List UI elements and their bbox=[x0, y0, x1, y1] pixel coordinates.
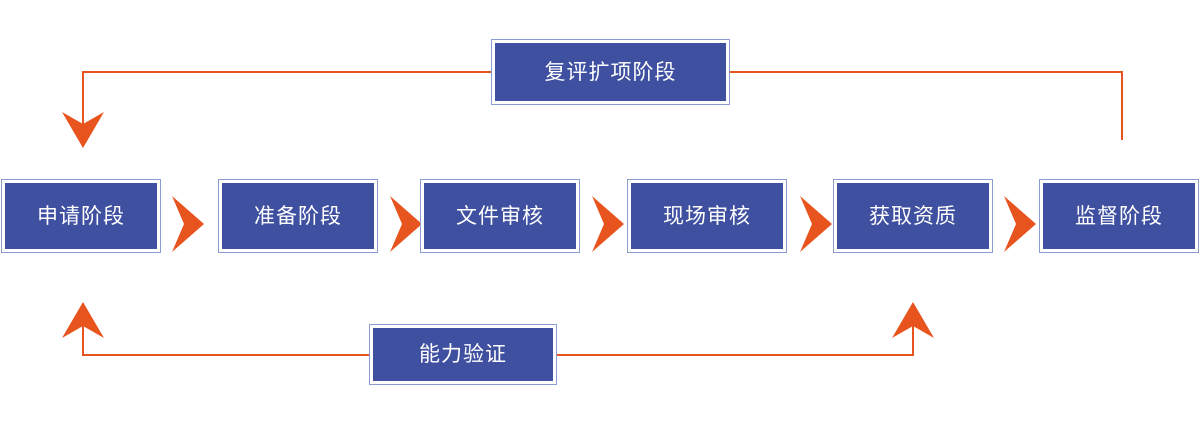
node-label: 文件审核 bbox=[456, 204, 544, 228]
loop-arrowhead-down bbox=[62, 112, 104, 148]
node-proficiency-testing[interactable]: 能力验证 bbox=[369, 324, 557, 385]
loop-arrowhead-up-left bbox=[62, 302, 104, 338]
node-label: 复评扩项阶段 bbox=[544, 60, 677, 84]
node-label: 能力验证 bbox=[419, 343, 507, 366]
chevron-2 bbox=[390, 196, 422, 252]
node-stage-6[interactable]: 监督阶段 bbox=[1039, 179, 1199, 253]
node-label: 获取资质 bbox=[869, 204, 957, 228]
node-stage-3[interactable]: 文件审核 bbox=[420, 179, 580, 253]
node-stage-1[interactable]: 申请阶段 bbox=[1, 179, 161, 253]
node-stage-5[interactable]: 获取资质 bbox=[833, 179, 993, 253]
loop-arrowhead-up-right bbox=[892, 302, 934, 338]
chevron-5 bbox=[1004, 196, 1036, 252]
chevron-1 bbox=[172, 196, 204, 252]
node-label: 监督阶段 bbox=[1075, 204, 1163, 228]
chevron-4 bbox=[800, 196, 832, 252]
node-label: 现场审核 bbox=[663, 204, 751, 228]
node-stage-4[interactable]: 现场审核 bbox=[627, 179, 787, 253]
chevron-3 bbox=[592, 196, 624, 252]
node-stage-2[interactable]: 准备阶段 bbox=[218, 179, 378, 253]
node-label: 准备阶段 bbox=[254, 204, 342, 228]
node-resurvey-stage[interactable]: 复评扩项阶段 bbox=[491, 39, 730, 105]
node-label: 申请阶段 bbox=[37, 204, 125, 228]
